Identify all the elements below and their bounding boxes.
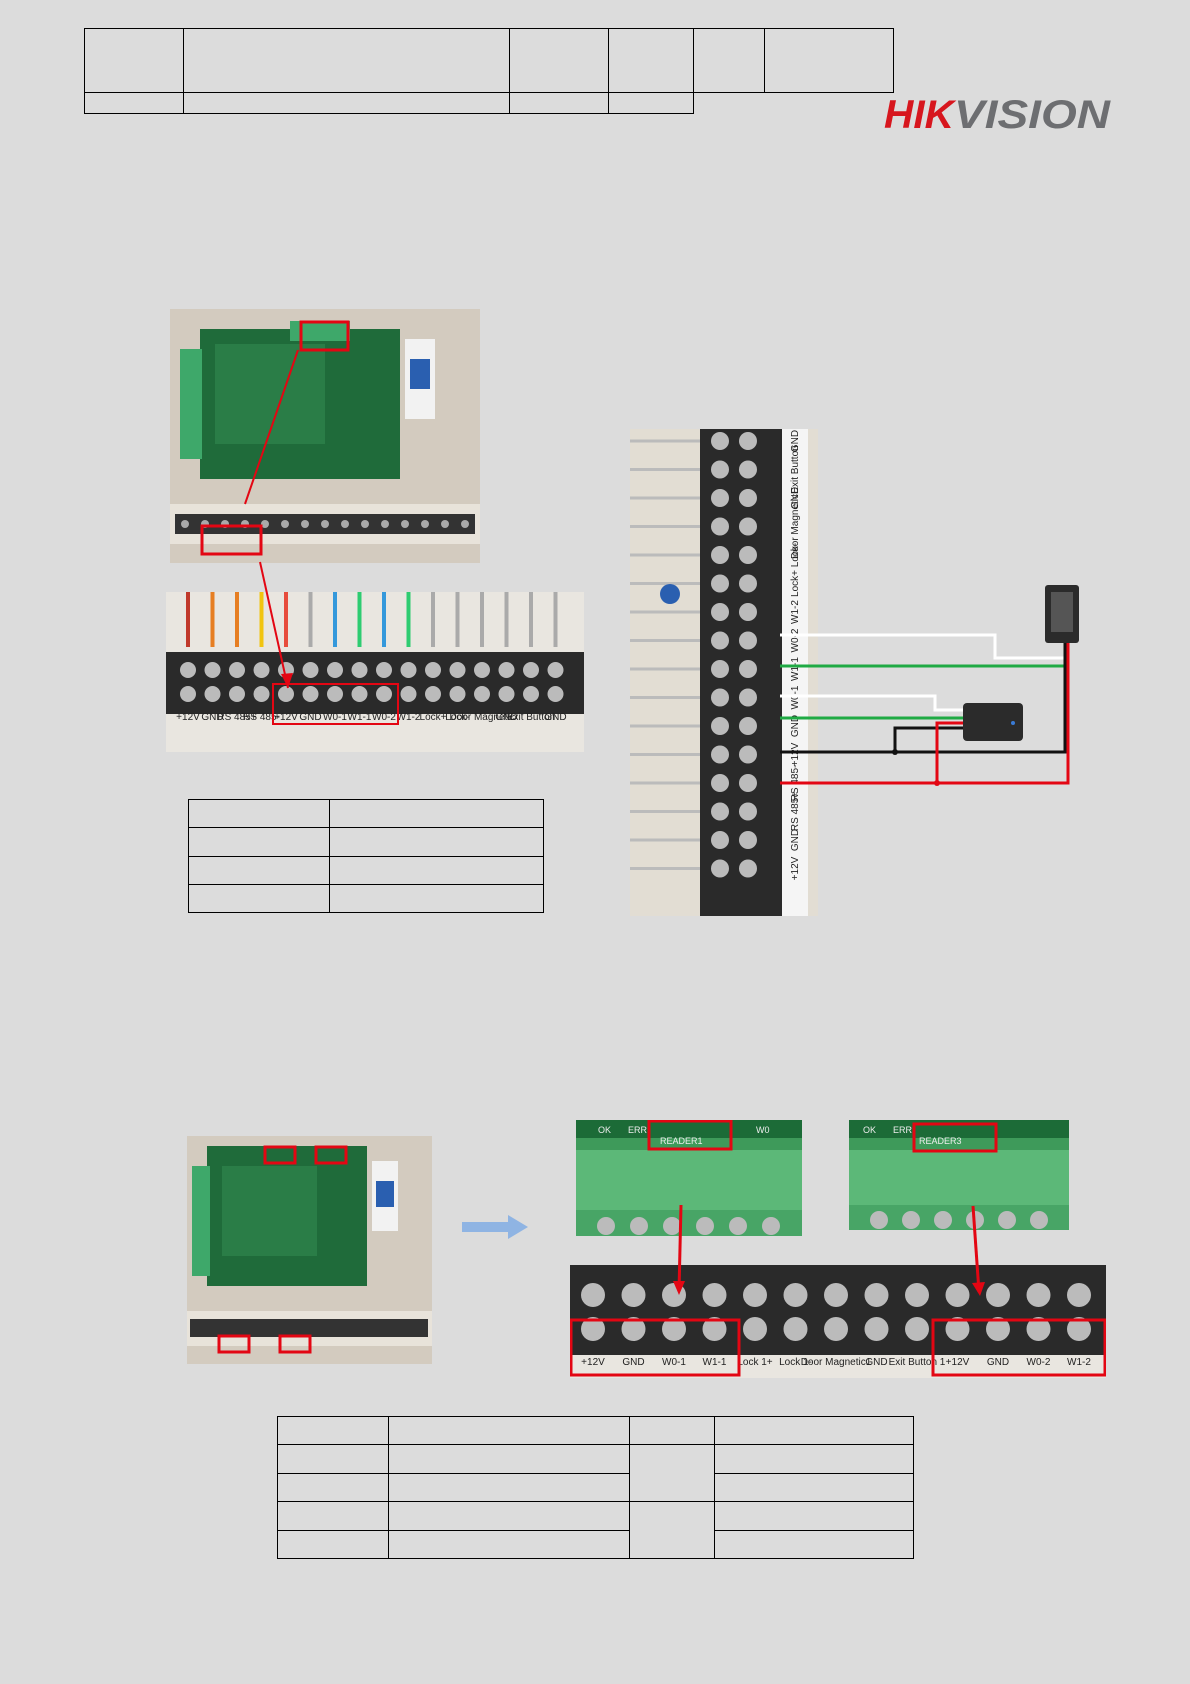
terminal-label: +12V [176, 712, 200, 723]
terminal-label: W1-2 [397, 712, 421, 723]
callout-arrow [259, 561, 293, 689]
terminal-label: W1-1 [703, 1357, 727, 1368]
terminal-label: GND [790, 487, 801, 509]
header-cell-empty [694, 93, 765, 114]
reader3-callout-arrow [971, 1205, 985, 1296]
svg-text:VISION: VISION [954, 93, 1111, 137]
header-cell [183, 28, 510, 93]
terminal-label: Exit Button [507, 712, 555, 723]
terminal-label: Lock 1- [779, 1357, 812, 1368]
header-cell-empty [765, 93, 894, 114]
terminal-label: GND [790, 829, 801, 851]
svg-text:HIK: HIK [884, 93, 957, 137]
svg-text:OK: OK [863, 1125, 876, 1135]
terminal-label: Exit Button 1 [889, 1357, 946, 1368]
card-reader-tall-icon [1045, 585, 1079, 643]
terminal-label: RS 485- [243, 712, 280, 723]
terminal-label: GND [495, 712, 517, 723]
terminal-label: RS 485+ [217, 712, 256, 723]
terminal-label: Exit Button [790, 445, 801, 493]
terminal-label: Door Magnetic [790, 494, 801, 559]
terminal-label: RS 485+ [790, 792, 801, 831]
terminal-label: W1-1 [348, 712, 372, 723]
header-cell [764, 28, 894, 93]
svg-text:W0: W0 [756, 1125, 770, 1135]
svg-text:READER3: READER3 [919, 1136, 962, 1146]
header-cell [183, 92, 510, 114]
header-cell [693, 28, 765, 93]
terminal-label: Lock- [790, 543, 801, 567]
wiring-table-1 [188, 798, 544, 914]
terminal-label: GND [790, 715, 801, 737]
terminal-label: W1-2 [1067, 1357, 1091, 1368]
terminal-label: GND [865, 1357, 887, 1368]
terminal-label: GND [987, 1357, 1009, 1368]
terminal-label: +12V [790, 742, 801, 766]
terminal-label: Lock- [445, 712, 469, 723]
terminal-label: W0-1 [323, 712, 347, 723]
reader-wiring-diagram [780, 585, 1079, 786]
terminal-label: +12V [790, 856, 801, 880]
terminal-label: W0-2 [1027, 1357, 1051, 1368]
bottom-terminal-photo: +12V GND W0-1 W1-1 Lock 1+ Lock 1-Door Magnet… [570, 1265, 1106, 1378]
svg-text:OK: OK [598, 1125, 611, 1135]
terminal-label: W1-2 [790, 600, 801, 624]
header-cell [509, 92, 609, 114]
controller-box-photo [170, 309, 480, 563]
card-reader-flat-icon [963, 703, 1023, 741]
header-cell [608, 92, 694, 114]
svg-text:ERR: ERR [628, 1125, 648, 1135]
terminal-label: W1-1 [790, 657, 801, 681]
header-cell [509, 28, 609, 93]
terminal-label: Door Magnetic [449, 712, 514, 723]
terminal-label: GND [544, 712, 566, 723]
wiring-table-2 [277, 1415, 914, 1560]
terminal-label: W0-2 [790, 628, 801, 652]
terminal-label: W0-1 [662, 1357, 686, 1368]
terminal-label: Lock+ [790, 570, 801, 597]
hikvision-logo: HIK VISION [884, 93, 1111, 137]
reader3-connector-photo: OK ERR READER3 [849, 1120, 1069, 1230]
svg-text:READER1: READER1 [660, 1136, 703, 1146]
reader1-callout-arrow [673, 1204, 685, 1295]
flow-arrow-icon [462, 1215, 528, 1239]
header-cell [84, 28, 184, 93]
terminal-label: Door Magnetic1 [801, 1357, 872, 1368]
terminal-label: GND [299, 712, 321, 723]
header-table [84, 28, 894, 114]
controller-box-photo-2 [187, 1136, 432, 1364]
terminal-label: GND [622, 1357, 644, 1368]
terminal-label: +12V [946, 1357, 970, 1368]
terminal-label: GND [201, 712, 223, 723]
terminal-label: GND [790, 430, 801, 452]
terminal-label: Lock 1+ [737, 1357, 772, 1368]
terminal-label: +12V [274, 712, 298, 723]
terminal-label: W0-2 [372, 712, 396, 723]
svg-text:ERR: ERR [893, 1125, 913, 1135]
header-cell [84, 92, 184, 114]
reader1-connector-photo: OK ERR W0 READER1 [576, 1120, 802, 1236]
header-cell [608, 28, 694, 93]
terminal-label: +12V [581, 1357, 605, 1368]
terminal-label: Lock+ [420, 712, 447, 723]
